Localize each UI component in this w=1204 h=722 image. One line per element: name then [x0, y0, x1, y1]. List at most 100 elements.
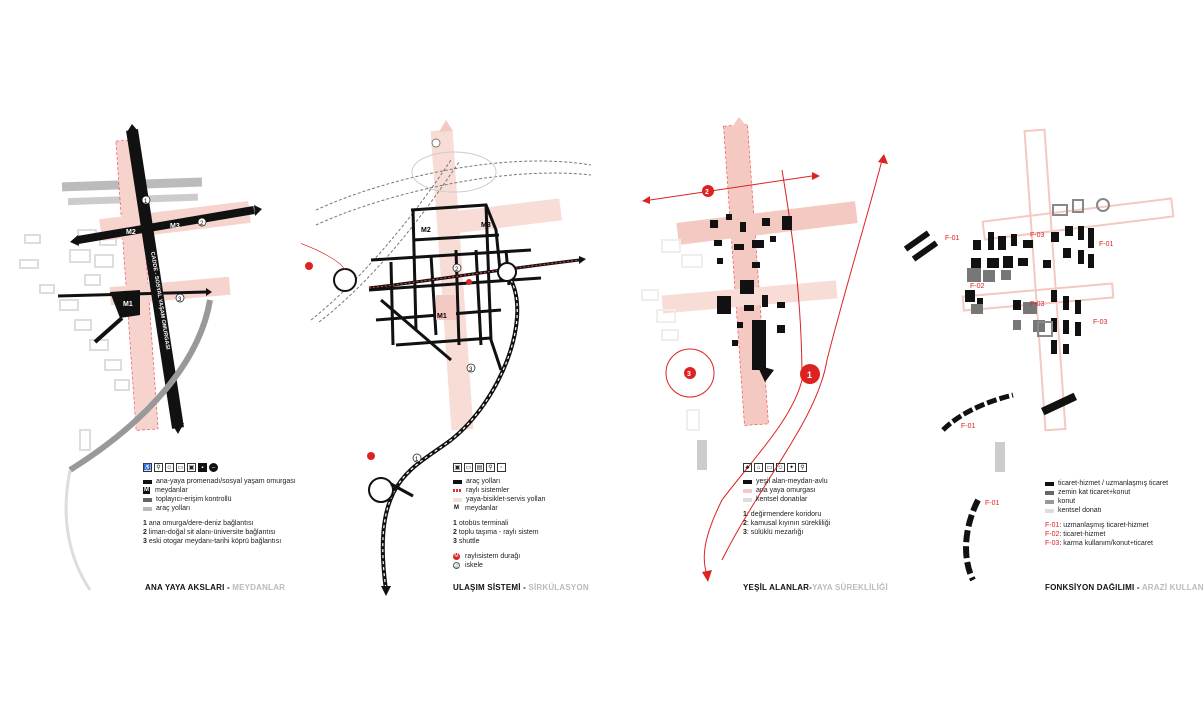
notes-panel-1: 1 ana omurga/dere-deniz bağlantısı 2 lim…: [143, 519, 303, 546]
panel-title: ULAŞIM SİSTEMİ - SİRKÜLASYON: [453, 583, 589, 592]
legend-item: meydanlar: [155, 487, 188, 494]
legend-panel-2: ▣ ▭ ▤ ⚲ ▫ araç yolları raylı sistemler y…: [453, 463, 603, 570]
circle-label-3: 3: [469, 367, 473, 373]
bus-icon: ▣: [453, 463, 462, 472]
panel-title: YEŞİL ALANLAR-YAYA SÜREKLİLİĞİ: [743, 583, 888, 592]
notes-panel-2: 1 otobüs terminali 2 toplu taşıma - rayl…: [453, 519, 603, 546]
run-icon: ✦: [787, 463, 796, 472]
bike-icon: ⚲: [154, 463, 163, 472]
title-sub: ARAZİ KULLANIM: [1141, 583, 1204, 592]
legend-item: araç yolları: [156, 505, 191, 512]
note-num: 2: [743, 520, 747, 527]
label-m2: M2: [421, 227, 431, 234]
legend-item: ticaret-hizmet / uzmanlaşmış ticaret: [1058, 480, 1169, 487]
legend-item: ana-yaya promenadı/sosyal yaşam omurgası: [156, 478, 296, 485]
notes-panel-4: F-01: uzmanlaşmış ticaret-hizmet F-02: t…: [1045, 521, 1204, 548]
panel-ana-yaya-akslari: M2 M3 M1 1 2 3 CADDE - SOSYAL YAŞAM OMUR…: [0, 0, 301, 722]
playground-icon: ⌂: [754, 463, 763, 472]
walk-icon: ☺: [776, 463, 785, 472]
panel-yesil-alanlar: 1 2 3 ♣ ⌂ ▭ ☺ ✦ ⚲ yeşil alan-meydan-avlu…: [602, 0, 903, 722]
label-m3: M3: [481, 222, 491, 229]
note-num: 3: [143, 538, 147, 545]
label-f01: F-01: [1099, 241, 1114, 248]
note-text: eski otogar meydanı-tarihi köprü bağlant…: [148, 538, 282, 545]
title-main: YEŞİL ALANLAR: [743, 583, 810, 592]
note-text: : uzmanlaşmış ticaret-hizmet: [1059, 522, 1149, 529]
tree-icon: ♣: [743, 463, 752, 472]
note-text: ana omurga/dere-deniz bağlantısı: [148, 520, 254, 527]
tram-icon: ▣: [187, 463, 196, 472]
title-main: FONKSİYON DAĞILIMI: [1045, 583, 1135, 592]
circle-label-1: 1: [144, 199, 148, 205]
walk-icon: ☺: [165, 463, 174, 472]
label-m1: M1: [437, 313, 447, 320]
label-f03: F-03: [1093, 319, 1108, 326]
m-icon: M: [453, 505, 460, 512]
legend-item: kentsel donatı: [1058, 507, 1102, 514]
car-icon: ▭: [176, 463, 185, 472]
no-entry-icon: –: [209, 463, 218, 472]
note-num: 2: [143, 529, 147, 536]
note-code: F-02: [1045, 531, 1060, 538]
map-ana-yaya: M2 M3 M1 1 2 3 CADDE - SOSYAL YAŞAM OMUR…: [19, 124, 262, 591]
map-yesil: 1 2 3: [641, 117, 888, 582]
legend-item: raylı sistemler: [466, 487, 510, 494]
label-m3: M3: [170, 223, 180, 230]
note-text: otobüs terminali: [458, 520, 509, 527]
label-f03: F-03: [1030, 301, 1045, 308]
legend-item: yaya-bisiklet-servis yolları: [466, 496, 546, 503]
label-m1: M1: [123, 301, 133, 308]
panel-ulasim-sistemi: M2 M3 M1 2 3 1 ▣ ▭ ▤ ⚲ ▫ araç yolları ra…: [301, 0, 602, 722]
legend-item: raylısistem durağı: [465, 553, 521, 560]
label-f01: F-01: [945, 235, 960, 242]
label-f01: F-01: [985, 500, 1000, 507]
bike-icon: ⚲: [486, 463, 495, 472]
legend-item: yeşil alan-meydan-avlu: [756, 478, 828, 485]
legend-panel-3: ♣ ⌂ ▭ ☺ ✦ ⚲ yeşil alan-meydan-avlu ana y…: [743, 463, 903, 537]
legend-item: zemin kat ticaret+konut: [1058, 489, 1131, 496]
legend-item: toplayıcı-erişim kontrollü: [156, 496, 232, 503]
title-sub: YAYA SÜREKLİLİĞİ: [812, 583, 888, 592]
panel-title: ANA YAYA AKSLARI - MEYDANLAR: [145, 583, 286, 592]
note-text: : ticaret-hizmet: [1059, 531, 1106, 538]
note-text: shuttle: [458, 538, 480, 545]
note-num: 2: [453, 529, 457, 536]
circle-label-2: 2: [705, 189, 709, 196]
note-text: : karma kullanım/konut+ticaret: [1059, 540, 1153, 547]
bus-icon: ▪: [198, 463, 207, 472]
legend-panel-4: ticaret-hizmet / uzmanlaşmış ticaret zem…: [1045, 479, 1204, 548]
note-text: kamusal kıyının sürekliliği: [750, 520, 831, 527]
note-num: 1: [743, 511, 747, 518]
legend-item: araç yolları: [466, 478, 501, 485]
shuttle-icon: ▫: [497, 463, 506, 472]
note-text: sülüklü mezarlığı: [750, 529, 804, 536]
note-num: 1: [143, 520, 147, 527]
circle-label-1: 1: [415, 457, 419, 463]
note-text: değirmendere koridoru: [750, 511, 822, 518]
tram-icon: ▤: [475, 463, 484, 472]
bike-icon: ⚲: [798, 463, 807, 472]
label-f03: F-03: [1030, 232, 1045, 239]
title-sub: SİRKÜLASYON: [528, 583, 589, 592]
title-main: ULAŞIM SİSTEMİ: [453, 583, 521, 592]
map-ulasim: M2 M3 M1 2 3 1: [301, 120, 592, 596]
circle-label-2: 2: [200, 221, 204, 227]
circle-label-3: 3: [687, 371, 691, 378]
note-text: toplu taşıma - raylı sistem: [458, 529, 539, 536]
note-text: liman-doğal sit alanı-üniversite bağlant…: [148, 529, 276, 536]
legend-item: kentsel donatılar: [756, 496, 808, 503]
panel-title: FONKSİYON DAĞILIMI - ARAZİ KULLANIM: [1045, 583, 1204, 592]
icon-row: ♿ ⚲ ☺ ▭ ▣ ▪ –: [143, 463, 303, 472]
note-code: F-03: [1045, 540, 1060, 547]
note-num: 3: [453, 538, 457, 545]
car-icon: ▭: [464, 463, 473, 472]
legend-item: meydanlar: [465, 505, 498, 512]
icon-row: ♣ ⌂ ▭ ☺ ✦ ⚲: [743, 463, 903, 472]
legend-panel-1: ♿ ⚲ ☺ ▭ ▣ ▪ – ana-yaya promenadı/sosyal …: [143, 463, 303, 546]
circle-label-2: 2: [455, 267, 459, 273]
label-f01: F-01: [961, 423, 976, 430]
map-fonksiyon: F-01 F-03 F-01 F-02 F-03 F-03 F-01 F-01: [903, 128, 1175, 582]
icon-row: ▣ ▭ ▤ ⚲ ▫: [453, 463, 603, 472]
m-icon: M: [143, 487, 150, 494]
